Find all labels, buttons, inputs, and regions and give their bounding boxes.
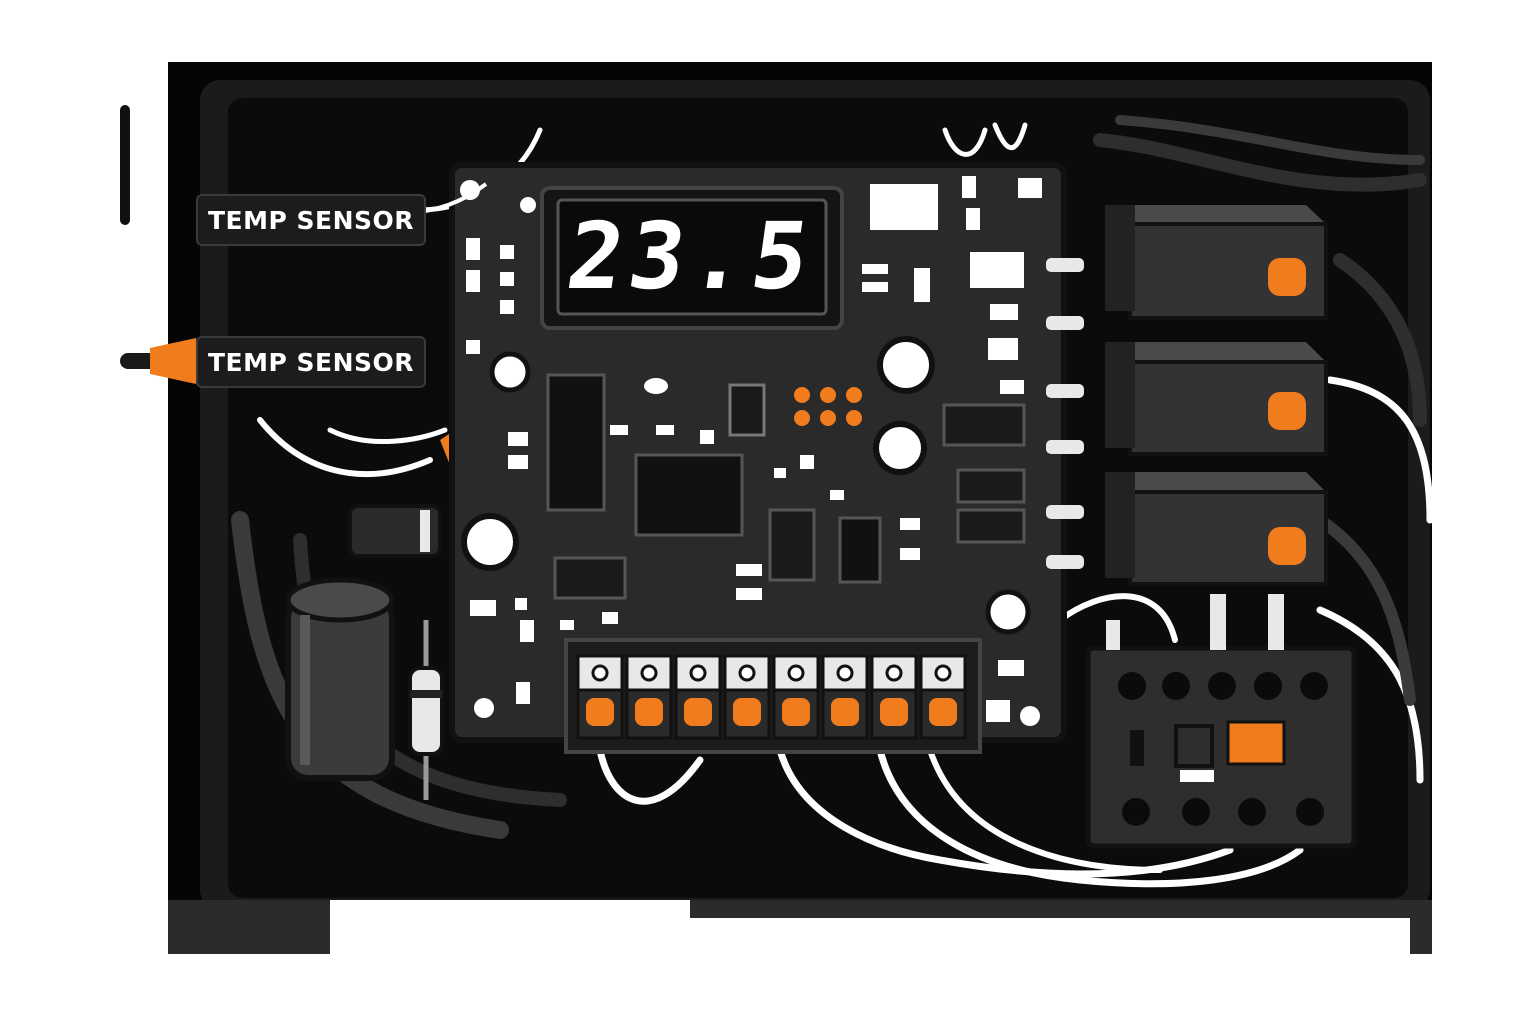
terminal-4 <box>723 654 771 740</box>
label-leaders <box>417 182 488 214</box>
relay-connector-pins <box>1046 258 1084 569</box>
terminal-5 <box>772 654 820 740</box>
terminal-7 <box>870 654 918 740</box>
diode-icon <box>408 620 444 800</box>
temperature-reading: 23.5 <box>560 202 822 310</box>
contactor-icon <box>1085 594 1357 849</box>
temp-sensor-label-1: TEMP SENSOR <box>196 194 426 246</box>
terminal-8 <box>919 654 967 740</box>
terminal-1 <box>576 654 624 740</box>
relay-icon <box>1105 205 1328 586</box>
terminal-3 <box>674 654 722 740</box>
terminal-block-icon <box>564 638 982 754</box>
board-capacitors <box>460 180 1040 726</box>
lcd-display <box>540 186 844 330</box>
status-leds <box>644 378 862 426</box>
capacitor-icon <box>285 577 395 781</box>
terminal-2 <box>625 654 673 740</box>
relay-1 <box>1105 205 1328 320</box>
smd-components <box>466 176 1042 722</box>
microcontroller-chip <box>546 184 1026 600</box>
terminal-6 <box>821 654 869 740</box>
relay-2 <box>1105 342 1328 456</box>
relay-3 <box>1105 472 1328 586</box>
temp-sensor-label-2: TEMP SENSOR <box>196 336 426 388</box>
